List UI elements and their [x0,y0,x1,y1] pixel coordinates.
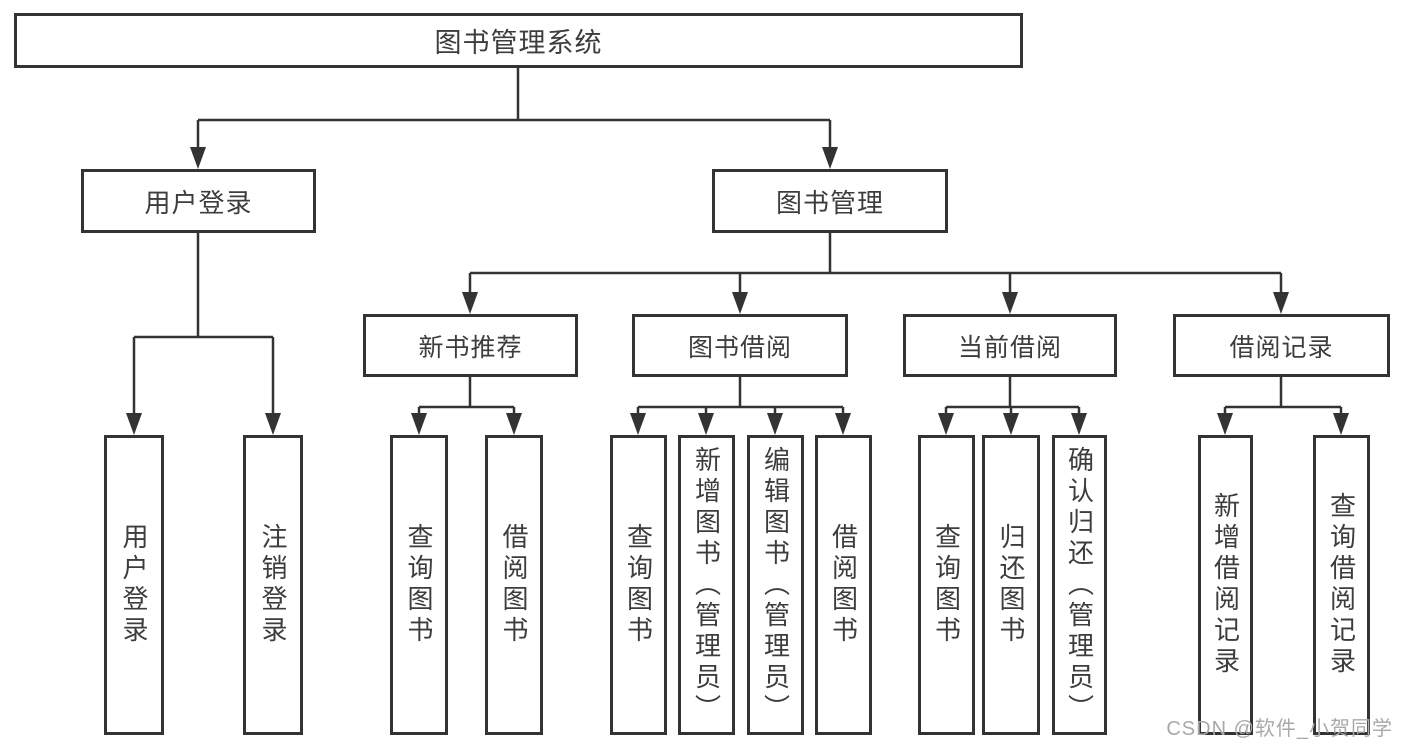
node-book-management-label: 图书管理 [775,187,884,218]
node-new-book-recommend-label: 新书推荐 [418,333,523,362]
edge-user-login-to-leaves [132,233,275,415]
node-borrow-records-label: 借阅记录 [1229,333,1334,362]
leaf-query-borrow-record: 查询借阅记录 [1313,435,1370,735]
edge-root-to-level2 [196,68,832,149]
edge-new-book-rec-to-leaves [417,377,516,415]
leaf-user-login: 用户登录 [104,435,164,735]
leaf-add-book-admin-label: 新增图书（管理员） [691,445,722,725]
node-user-login: 用户登录 [81,169,316,233]
leaf-query-book-2: 查询图书 [610,435,667,735]
leaf-confirm-return-admin: 确认归还（管理员） [1052,435,1107,735]
leaf-user-login-label: 用户登录 [119,523,149,647]
leaf-query-book-3-label: 查询图书 [931,523,962,647]
leaf-logout-login-label: 注销登录 [258,523,288,647]
edge-current-borrow-to-leaves [944,377,1081,415]
leaf-borrow-book-2-label: 借阅图书 [828,523,859,647]
leaf-query-book-2-label: 查询图书 [623,523,654,647]
node-borrow-records: 借阅记录 [1173,314,1390,377]
node-root: 图书管理系统 [14,13,1023,68]
node-book-borrow-label: 图书借阅 [687,333,792,362]
leaf-borrow-book-1-label: 借阅图书 [499,523,529,647]
leaf-logout-login: 注销登录 [243,435,303,735]
leaf-borrow-book-1: 借阅图书 [485,435,543,735]
leaf-query-borrow-record-label: 查询借阅记录 [1326,492,1357,678]
node-book-management: 图书管理 [712,169,948,233]
leaf-add-book-admin: 新增图书（管理员） [678,435,735,735]
leaf-return-book: 归还图书 [982,435,1040,735]
edge-borrow-records-to-leaves [1223,377,1343,415]
leaf-query-book-3: 查询图书 [918,435,975,735]
arrowheads [126,147,1349,435]
leaf-edit-book-admin: 编辑图书（管理员） [747,435,804,735]
csdn-watermark: CSDN @软件_小贺同学 [1166,718,1393,740]
node-book-borrow: 图书借阅 [632,314,848,377]
leaf-query-book-1: 查询图书 [390,435,448,735]
leaf-confirm-return-admin-label: 确认归还（管理员） [1064,445,1095,725]
node-current-borrow: 当前借阅 [903,314,1117,377]
leaf-query-book-1-label: 查询图书 [404,523,434,647]
leaf-add-borrow-record-label: 新增借阅记录 [1210,492,1241,678]
leaf-add-borrow-record: 新增借阅记录 [1198,435,1253,735]
edge-book-borrow-to-leaves [636,377,845,415]
leaf-edit-book-admin-label: 编辑图书（管理员） [760,445,791,725]
edge-book-mgmt-to-level3 [468,233,1283,294]
node-root-label: 图书管理系统 [434,28,603,58]
node-user-login-label: 用户登录 [144,187,253,218]
leaf-borrow-book-2: 借阅图书 [815,435,872,735]
node-current-borrow-label: 当前借阅 [957,333,1062,362]
leaf-return-book-label: 归还图书 [996,523,1026,647]
node-new-book-recommend: 新书推荐 [363,314,578,377]
